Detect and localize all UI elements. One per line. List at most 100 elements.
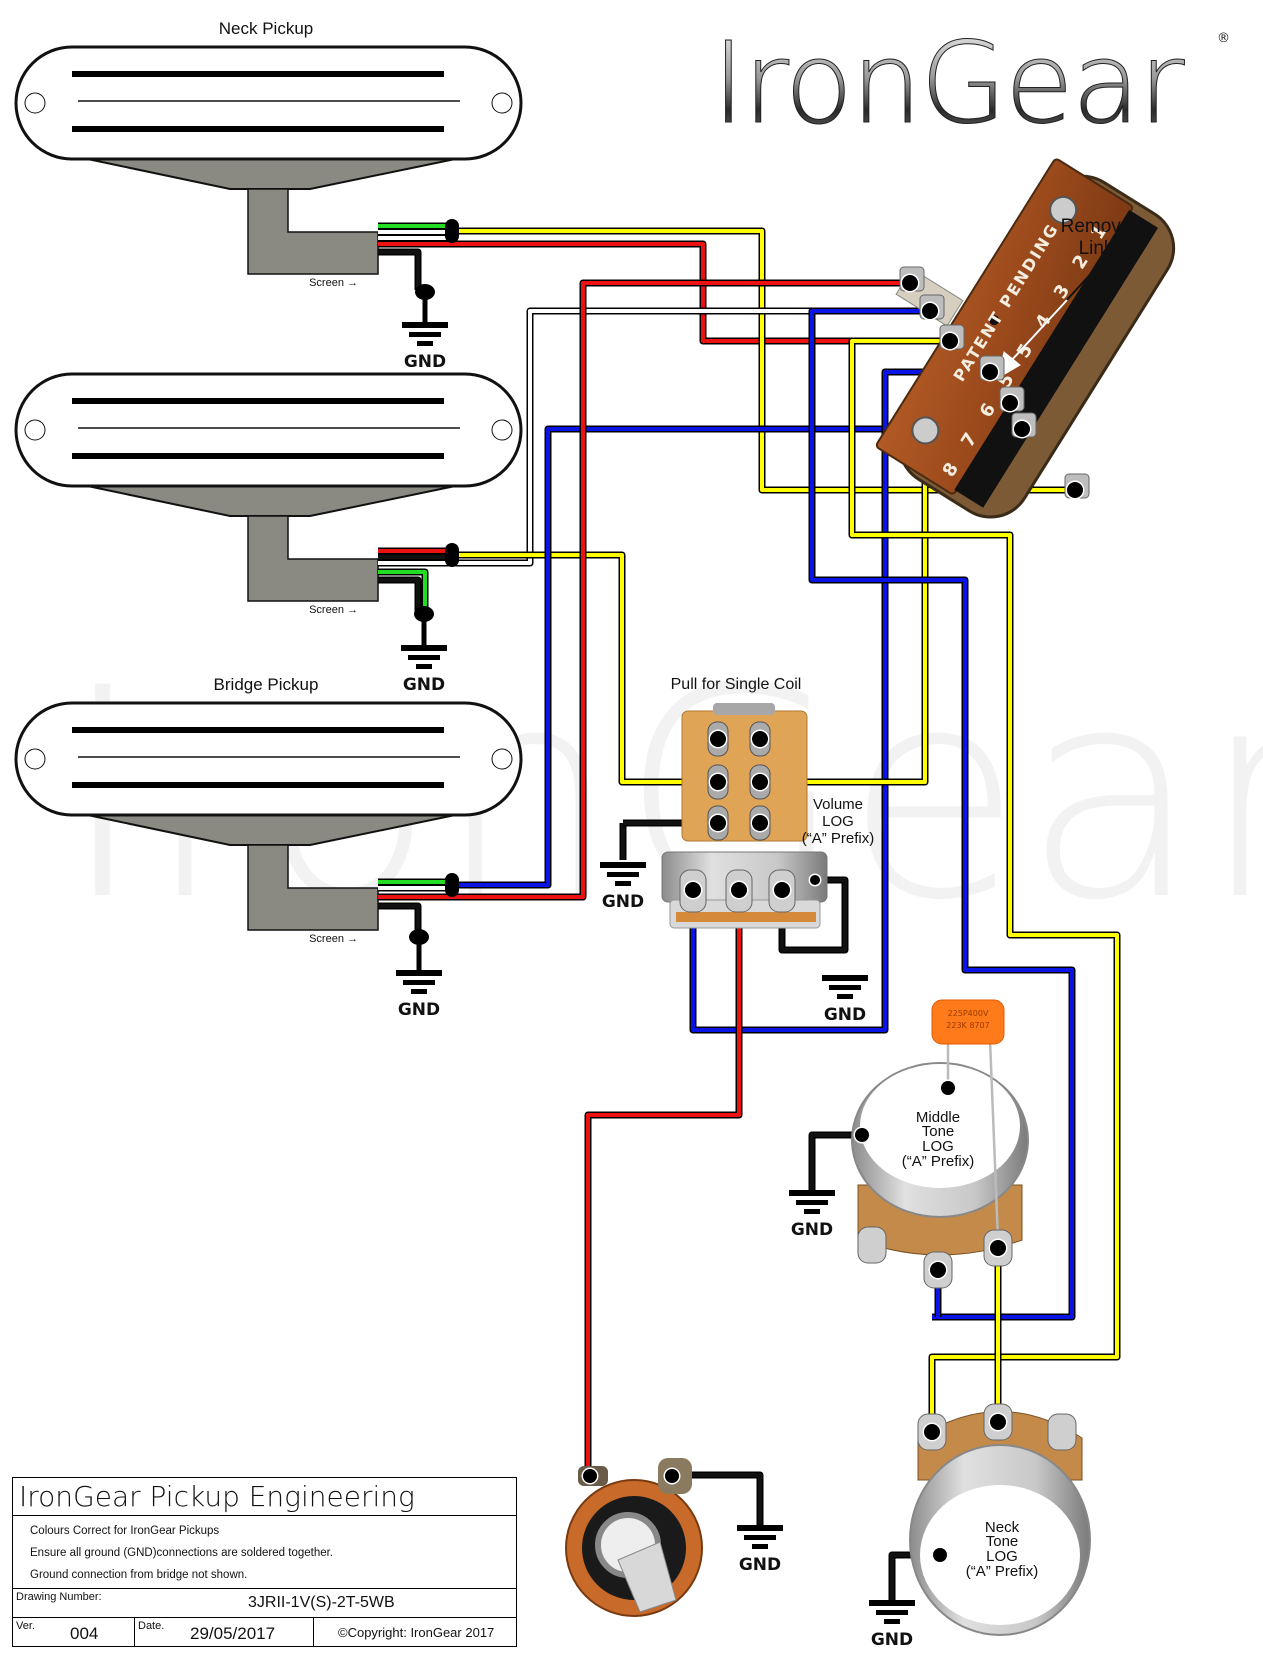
solder-point <box>930 1262 946 1278</box>
note-line: Ensure all ground (GND)connections are s… <box>30 1547 334 1559</box>
wire-core <box>850 339 1119 1428</box>
screw-icon <box>911 416 940 445</box>
wire-outline <box>378 240 950 345</box>
date-label: Date. <box>138 1620 165 1632</box>
wire-core <box>455 229 1075 492</box>
splice-joint <box>445 873 459 897</box>
push-pull-label: Pull for Single Coil <box>671 676 802 693</box>
version-label: Ver. <box>16 1620 35 1632</box>
date-value: 29/05/2017 <box>190 1624 276 1643</box>
midtone-ground <box>808 1131 862 1190</box>
wire-core <box>586 890 741 1470</box>
screen-joint <box>415 284 435 300</box>
ground-bar <box>822 975 868 981</box>
switch-contact-bank <box>954 209 1159 508</box>
wire-core <box>378 250 420 290</box>
ground-symbol: GND <box>789 1190 835 1240</box>
gnd-label: GND <box>602 892 644 912</box>
wire-core <box>810 309 1074 1319</box>
copyright-cell: ©Copyright: IronGear 2017 <box>314 1618 516 1646</box>
wire-outline <box>584 890 743 1470</box>
title-block: IronGear Pickup Engineering Colours Corr… <box>12 1477 517 1647</box>
splice-joint <box>445 543 459 567</box>
solder-point <box>752 731 768 747</box>
solder-point <box>902 275 918 291</box>
pot-lug[interactable] <box>857 1226 887 1264</box>
solder-point <box>1067 482 1083 498</box>
mounting-hole <box>24 92 46 114</box>
neck-tone-label-line: LOG <box>986 1548 1018 1565</box>
ground-bar <box>403 980 435 985</box>
switch-blue-to-midtone <box>808 307 1076 1321</box>
ground-symbol: GND <box>822 975 868 1025</box>
neck-tone-pot[interactable]: Neck Tone LOG (“A” Prefix) <box>909 1411 1091 1636</box>
neck-tone-label-line: (“A” Prefix) <box>966 1563 1039 1580</box>
screen-label: Screen → <box>309 277 358 289</box>
ground-bar <box>607 872 639 877</box>
ground-symbol: GND <box>737 1525 783 1575</box>
brand-logo: IronGear ® <box>712 19 1231 150</box>
copyright: ©Copyright: IronGear 2017 <box>338 1625 495 1640</box>
ground-bar <box>600 862 646 868</box>
gnd-label: GND <box>791 1220 833 1240</box>
ground-bar <box>869 1600 915 1606</box>
mounting-hole <box>24 419 46 441</box>
wire-core <box>378 904 420 935</box>
pot-lug[interactable] <box>1047 1413 1077 1451</box>
middle-tone-pot-face <box>860 1064 1020 1188</box>
blade-rail <box>72 126 444 132</box>
pickup-cover <box>14 372 523 488</box>
middle-tone-label-line: Tone <box>922 1123 955 1140</box>
push-pull-switch-board <box>681 710 808 842</box>
drawing-number: 3JRII-1V(S)-2T-5WB <box>248 1594 395 1611</box>
blade-rail <box>72 782 444 788</box>
ground-bar <box>737 1525 783 1531</box>
gnd-label: GND <box>398 1000 440 1020</box>
middle-tone-pot[interactable]: Middle Tone LOG (“A” Prefix) <box>851 1062 1029 1256</box>
volume-pot[interactable]: Pull for Single Coil Volume LOG (“A” Pre… <box>661 676 874 929</box>
version-value: 004 <box>70 1624 99 1643</box>
ground-bar <box>837 994 853 999</box>
pickup-baseplate <box>77 156 466 190</box>
pickup-middle: Screen → <box>14 372 523 616</box>
drawing-number-label: Drawing Number: <box>16 1591 102 1603</box>
switch-blue-to-volume <box>689 368 990 1034</box>
solder-point <box>710 774 726 790</box>
notes: Colours Correct for IronGear Pickups Ens… <box>13 1516 516 1589</box>
middle-tone-label-line: Middle <box>916 1109 960 1126</box>
screen-label: Screen → <box>309 604 358 616</box>
wire-outline <box>378 576 422 612</box>
ground-bar <box>402 322 448 328</box>
date-cell: Date. 29/05/2017 <box>135 1618 314 1646</box>
solder-point <box>731 882 747 898</box>
screw-icon <box>1049 195 1078 224</box>
ground-bar <box>396 970 442 976</box>
wire-core <box>672 1473 762 1525</box>
mounting-hole <box>491 419 513 441</box>
title-block-footer: Ver. 004 Date. 29/05/2017 ©Copyright: Ir… <box>13 1618 516 1646</box>
solder-point <box>990 1240 1006 1256</box>
wire-core <box>780 878 847 952</box>
ground-bar <box>876 1610 908 1615</box>
output-jack[interactable] <box>565 1458 703 1617</box>
solder-point <box>752 815 768 831</box>
solder-point <box>685 882 701 898</box>
blade-rail <box>72 398 444 404</box>
wire-core <box>455 427 1022 887</box>
screen-label: Screen → <box>309 933 358 945</box>
gnd-label: GND <box>404 352 446 372</box>
wire-core <box>691 370 990 1032</box>
ground-bar <box>804 1209 820 1214</box>
middle-screen <box>378 576 422 612</box>
registered-mark: ® <box>1217 31 1230 46</box>
solder-point <box>710 731 726 747</box>
solder-point <box>710 815 726 831</box>
jack-spring <box>617 1541 677 1613</box>
ground-bar <box>789 1190 835 1196</box>
ground-symbol: GND <box>869 1600 915 1650</box>
jack-ground <box>672 1471 764 1525</box>
screen-joint <box>409 929 429 945</box>
